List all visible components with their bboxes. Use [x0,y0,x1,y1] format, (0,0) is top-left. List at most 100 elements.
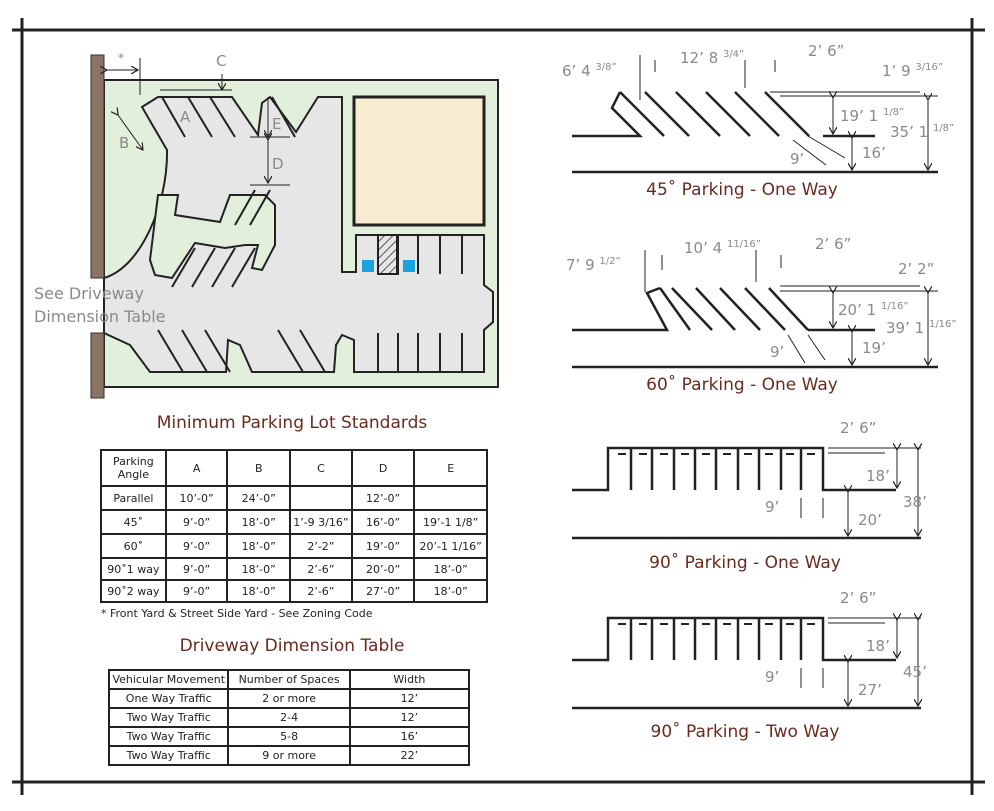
cell: 27’-0” [350,579,416,603]
cell: 12’ [348,688,471,709]
cell: 18’-0” [226,557,292,581]
cell: 16’ [348,726,471,747]
cell: 9’-0” [164,509,229,535]
street-edge [90,332,105,399]
dimension-d-label: D [272,155,284,173]
driveway-note: See Driveway [34,284,144,303]
dim-overhang-45: 2’ 6” [808,42,845,60]
cell: 2 or more [227,688,351,709]
cell: 60˚ [100,533,167,559]
hatched-access-aisle [377,234,399,275]
cell [289,485,353,511]
diagram-90-two-way [572,618,921,710]
dim-spacing-45: 12’ 8 3/4” [680,49,745,67]
stall-lines [629,448,803,490]
diagram-title-60: 60˚ Parking - One Way [646,375,838,395]
dim-total-90-1: 38’ [903,493,927,511]
cell: 12’ [348,707,471,728]
diagram-90-one-way [572,448,921,540]
street-edge [90,54,105,279]
parking-island [148,194,276,280]
cell: 9’-0” [164,557,229,581]
cell: 18’-0” [226,579,292,603]
header-cell: D [350,449,416,487]
cell: Two Way Traffic [107,726,230,747]
cell: 18’-0” [413,579,488,603]
cell: 12’-0” [350,485,416,511]
dimension-e-label: E [272,115,282,133]
diagram-title-90-two-way: 90˚ Parking - Two Way [650,722,840,742]
cell: Parallel [100,485,167,511]
cell [413,485,488,511]
cell: 19’-1 1/8” [413,509,488,535]
cell: 20’-1 1/16” [413,533,488,559]
cell: 2’-6” [289,579,353,603]
header-cell: Number of Spaces [227,669,351,690]
cell: 2’-2” [289,533,353,559]
dim-stall-90-1: 18’ [866,467,890,485]
dim-aisle-60: 19’ [862,339,886,357]
dim-overhang-90-1: 2’ 6” [840,419,877,437]
dim-offset-60: 7’ 9 1/2” [566,256,621,274]
diagram-title-90-one-way: 90˚ Parking - One Way [649,553,841,573]
plan-dimensions [107,58,290,186]
setback-label: * [118,51,124,65]
cell: 5-8 [227,726,351,747]
dim-total-60: 39’ 1 1/16” [886,319,957,337]
header-cell: B [226,449,292,487]
dim-offset-45: 6’ 4 3/8” [562,62,617,80]
dim-width-45: 9’ [790,150,805,168]
header-cell: Width [348,669,471,690]
dimension-c-label: C [216,52,227,70]
cell: 90˚1 way [100,557,167,581]
dim-overhang-90-2: 2’ 6” [840,589,877,607]
cell: 90˚2 way [100,579,167,603]
standards-footnote: * Front Yard & Street Side Yard - See Zo… [101,607,373,620]
stall-lines [658,287,809,331]
dim-c-45: 1’ 9 3/16” [882,62,944,80]
cell: 18’-0” [413,557,488,581]
header-cell: Vehicular Movement [107,669,230,690]
header-cell: E [413,449,488,487]
dimension-a-label: A [180,108,191,126]
diagram-45-one-way [572,55,938,174]
dim-width-60: 9’ [770,343,785,361]
cell: 45˚ [100,509,167,535]
stall-lines [629,618,803,660]
dim-stall-90-2: 18’ [866,637,890,655]
stall-lines [619,91,810,137]
dim-aisle-90-2: 27’ [858,681,882,699]
header-cell: Parking Angle [100,449,167,487]
cell: 1’-9 3/16” [289,509,353,535]
dim-width-90-1: 9’ [765,498,780,516]
standards-title: Minimum Parking Lot Standards [156,413,428,433]
cell: Two Way Traffic [107,745,230,766]
cell: 10’-0” [164,485,229,511]
cell: 16’-0” [350,509,416,535]
dim-c-60: 2’ 2” [898,260,935,278]
dim-total-90-2: 45’ [903,663,927,681]
cell: 18’-0” [226,509,292,535]
dim-total-45: 35’ 1 1/8” [890,123,955,141]
accessible-space-marker [403,260,415,272]
stall-lines [157,96,463,373]
dim-overhang-60: 2’ 6” [815,235,852,253]
accessible-space-marker [362,260,374,272]
dim-e-60: 20’ 1 1/16” [838,301,909,319]
page-frame [12,18,985,795]
cell: One Way Traffic [107,688,230,709]
dim-aisle-90-1: 20’ [858,511,882,529]
cell: 2’-6” [289,557,353,581]
dim-width-90-2: 9’ [765,668,780,686]
